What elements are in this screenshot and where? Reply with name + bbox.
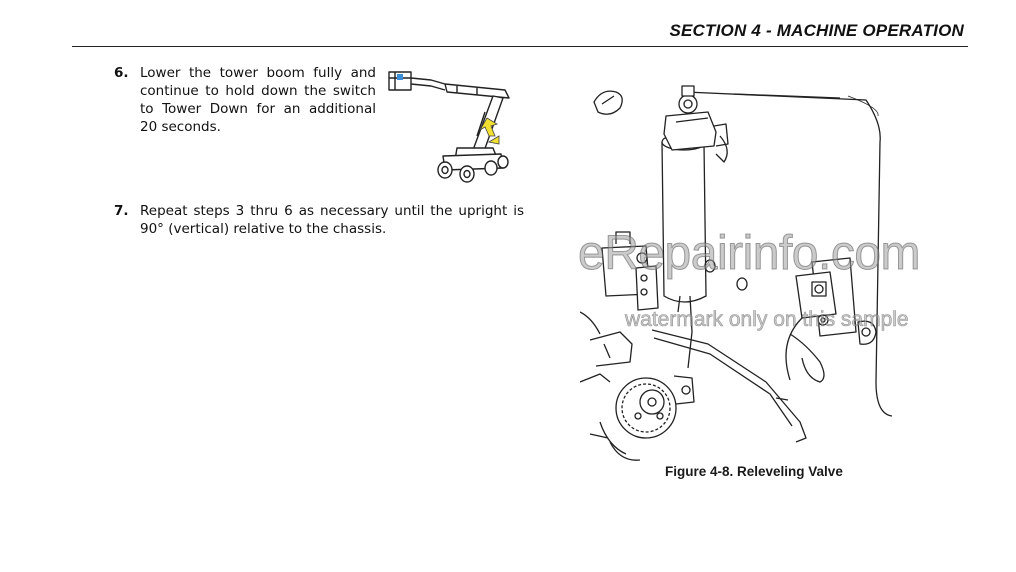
step-6: 6. Lower the tower boom fully and contin…	[114, 64, 378, 144]
watermark-sub: watermark only on this sample	[625, 308, 909, 332]
direction-arrow-icon	[487, 135, 500, 145]
step-number: 7.	[114, 203, 129, 219]
step-number: 6.	[114, 65, 129, 81]
step-text: Lower the tower boom fully and continue …	[140, 65, 376, 135]
step-text: Repeat steps 3 thru 6 as necessary until…	[140, 203, 524, 237]
watermark-main: eRepairinfo.com	[578, 227, 922, 281]
figure-caption: Figure 4-8. Releveling Valve	[665, 464, 843, 479]
section-title: SECTION 4 - MACHINE OPERATION	[669, 21, 964, 40]
releveling-valve-illustration	[580, 85, 893, 461]
direction-arrow-icon	[479, 117, 498, 137]
page-header: SECTION 4 - MACHINE OPERATION	[72, 18, 968, 47]
boom-lift-illustration	[388, 71, 510, 183]
step-7: 7. Repeat steps 3 thru 6 as necessary un…	[114, 202, 534, 242]
control-highlight-blue	[397, 74, 403, 80]
